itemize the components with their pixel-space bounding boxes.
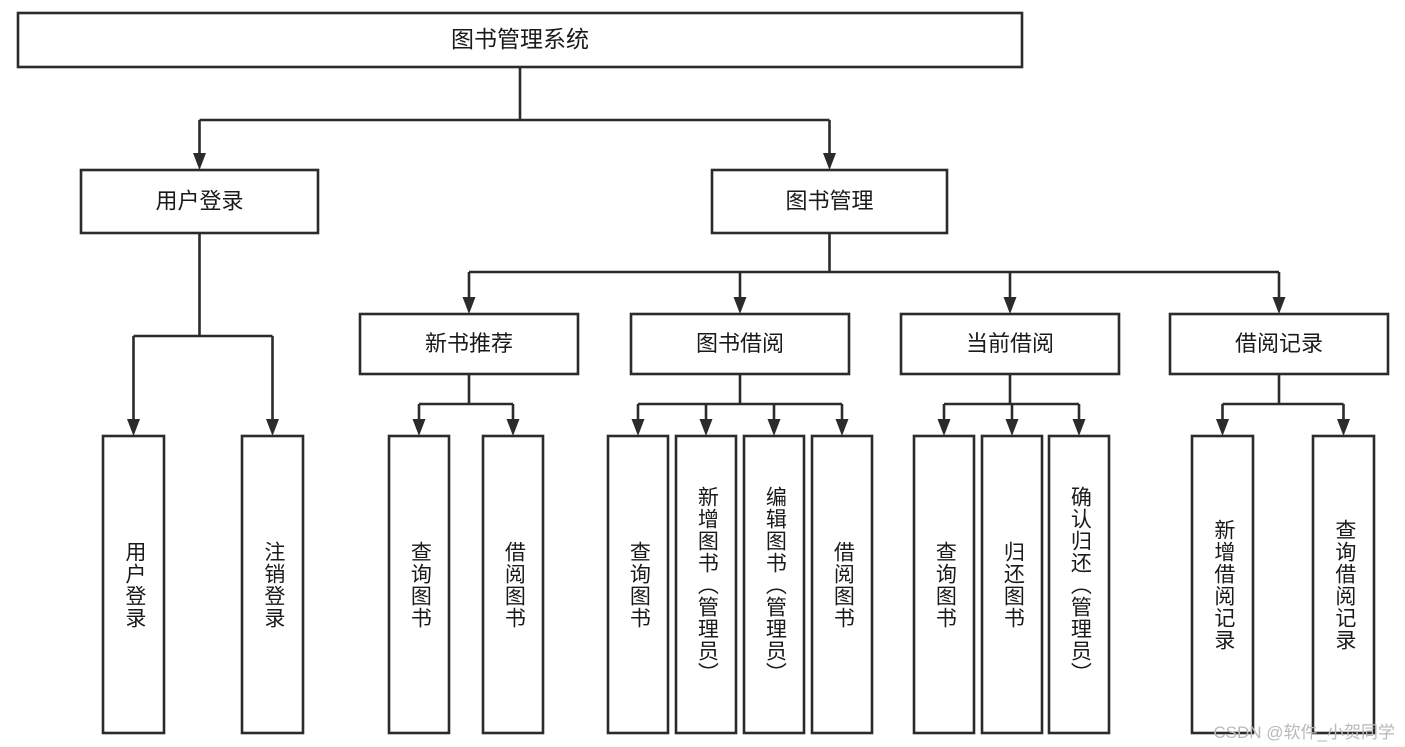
arrow-head-leaf-borrow-book-1	[506, 419, 520, 436]
node-box-leaf-edit-book[interactable]	[742, 434, 806, 735]
arrow-head-leaf-return-book	[1005, 419, 1019, 436]
arrow-head-leaf-confirm-return	[1072, 419, 1086, 436]
node-box-new-book-rec[interactable]	[358, 312, 580, 376]
node-box-book-manage[interactable]	[710, 168, 949, 235]
nodes-layer	[16, 11, 1390, 735]
node-label-book-borrow: 图书借阅	[696, 331, 784, 356]
node-box-leaf-add-record[interactable]	[1190, 434, 1255, 735]
node-box-leaf-add-book[interactable]	[674, 434, 738, 735]
arrow-head-new-book-rec	[462, 297, 476, 314]
arrow-head-leaf-query-record	[1337, 419, 1350, 436]
node-box-leaf-query-book-1[interactable]	[387, 434, 451, 735]
arrow-head-leaf-add-record	[1216, 419, 1229, 436]
arrow-head-leaf-query-book-3	[937, 419, 951, 436]
node-box-root[interactable]	[16, 11, 1024, 69]
node-label-current-borrow: 当前借阅	[966, 331, 1054, 356]
node-box-leaf-query-book-2[interactable]	[606, 434, 670, 735]
arrow-head-leaf-user-login	[127, 419, 140, 436]
arrow-head-current-borrow	[1003, 297, 1017, 314]
arrow-head-leaf-edit-book	[767, 419, 781, 436]
node-box-leaf-user-login[interactable]	[101, 434, 166, 735]
node-label-user-login: 用户登录	[155, 188, 243, 213]
node-label-root: 图书管理系统	[451, 26, 589, 52]
node-box-leaf-query-record[interactable]	[1311, 434, 1376, 735]
arrow-head-leaf-query-book-1	[412, 419, 426, 436]
node-box-leaf-return-book[interactable]	[980, 434, 1044, 735]
node-label-book-manage: 图书管理	[785, 188, 873, 213]
arrow-head-user-login	[193, 153, 206, 170]
arrow-head-leaf-add-book	[699, 419, 713, 436]
node-box-leaf-borrow-book-1[interactable]	[481, 434, 545, 735]
arrow-head-leaf-borrow-book-2	[835, 419, 849, 436]
connectors-layer	[127, 67, 1350, 436]
arrow-head-borrow-record	[1272, 297, 1286, 314]
arrow-head-leaf-logout	[266, 419, 279, 436]
node-label-borrow-record: 借阅记录	[1235, 331, 1323, 356]
node-box-book-borrow[interactable]	[629, 312, 851, 376]
arrow-head-book-borrow	[733, 297, 747, 314]
node-box-user-login[interactable]	[79, 168, 320, 235]
arrow-head-leaf-query-book-2	[631, 419, 645, 436]
node-box-leaf-logout[interactable]	[240, 434, 305, 735]
node-box-leaf-query-book-3[interactable]	[912, 434, 976, 735]
node-label-new-book-rec: 新书推荐	[425, 331, 513, 356]
arrow-head-book-manage	[823, 153, 836, 170]
node-box-leaf-confirm-return[interactable]	[1047, 434, 1111, 735]
node-box-leaf-borrow-book-2[interactable]	[810, 434, 874, 735]
node-box-current-borrow[interactable]	[899, 312, 1121, 376]
node-box-borrow-record[interactable]	[1168, 312, 1390, 376]
